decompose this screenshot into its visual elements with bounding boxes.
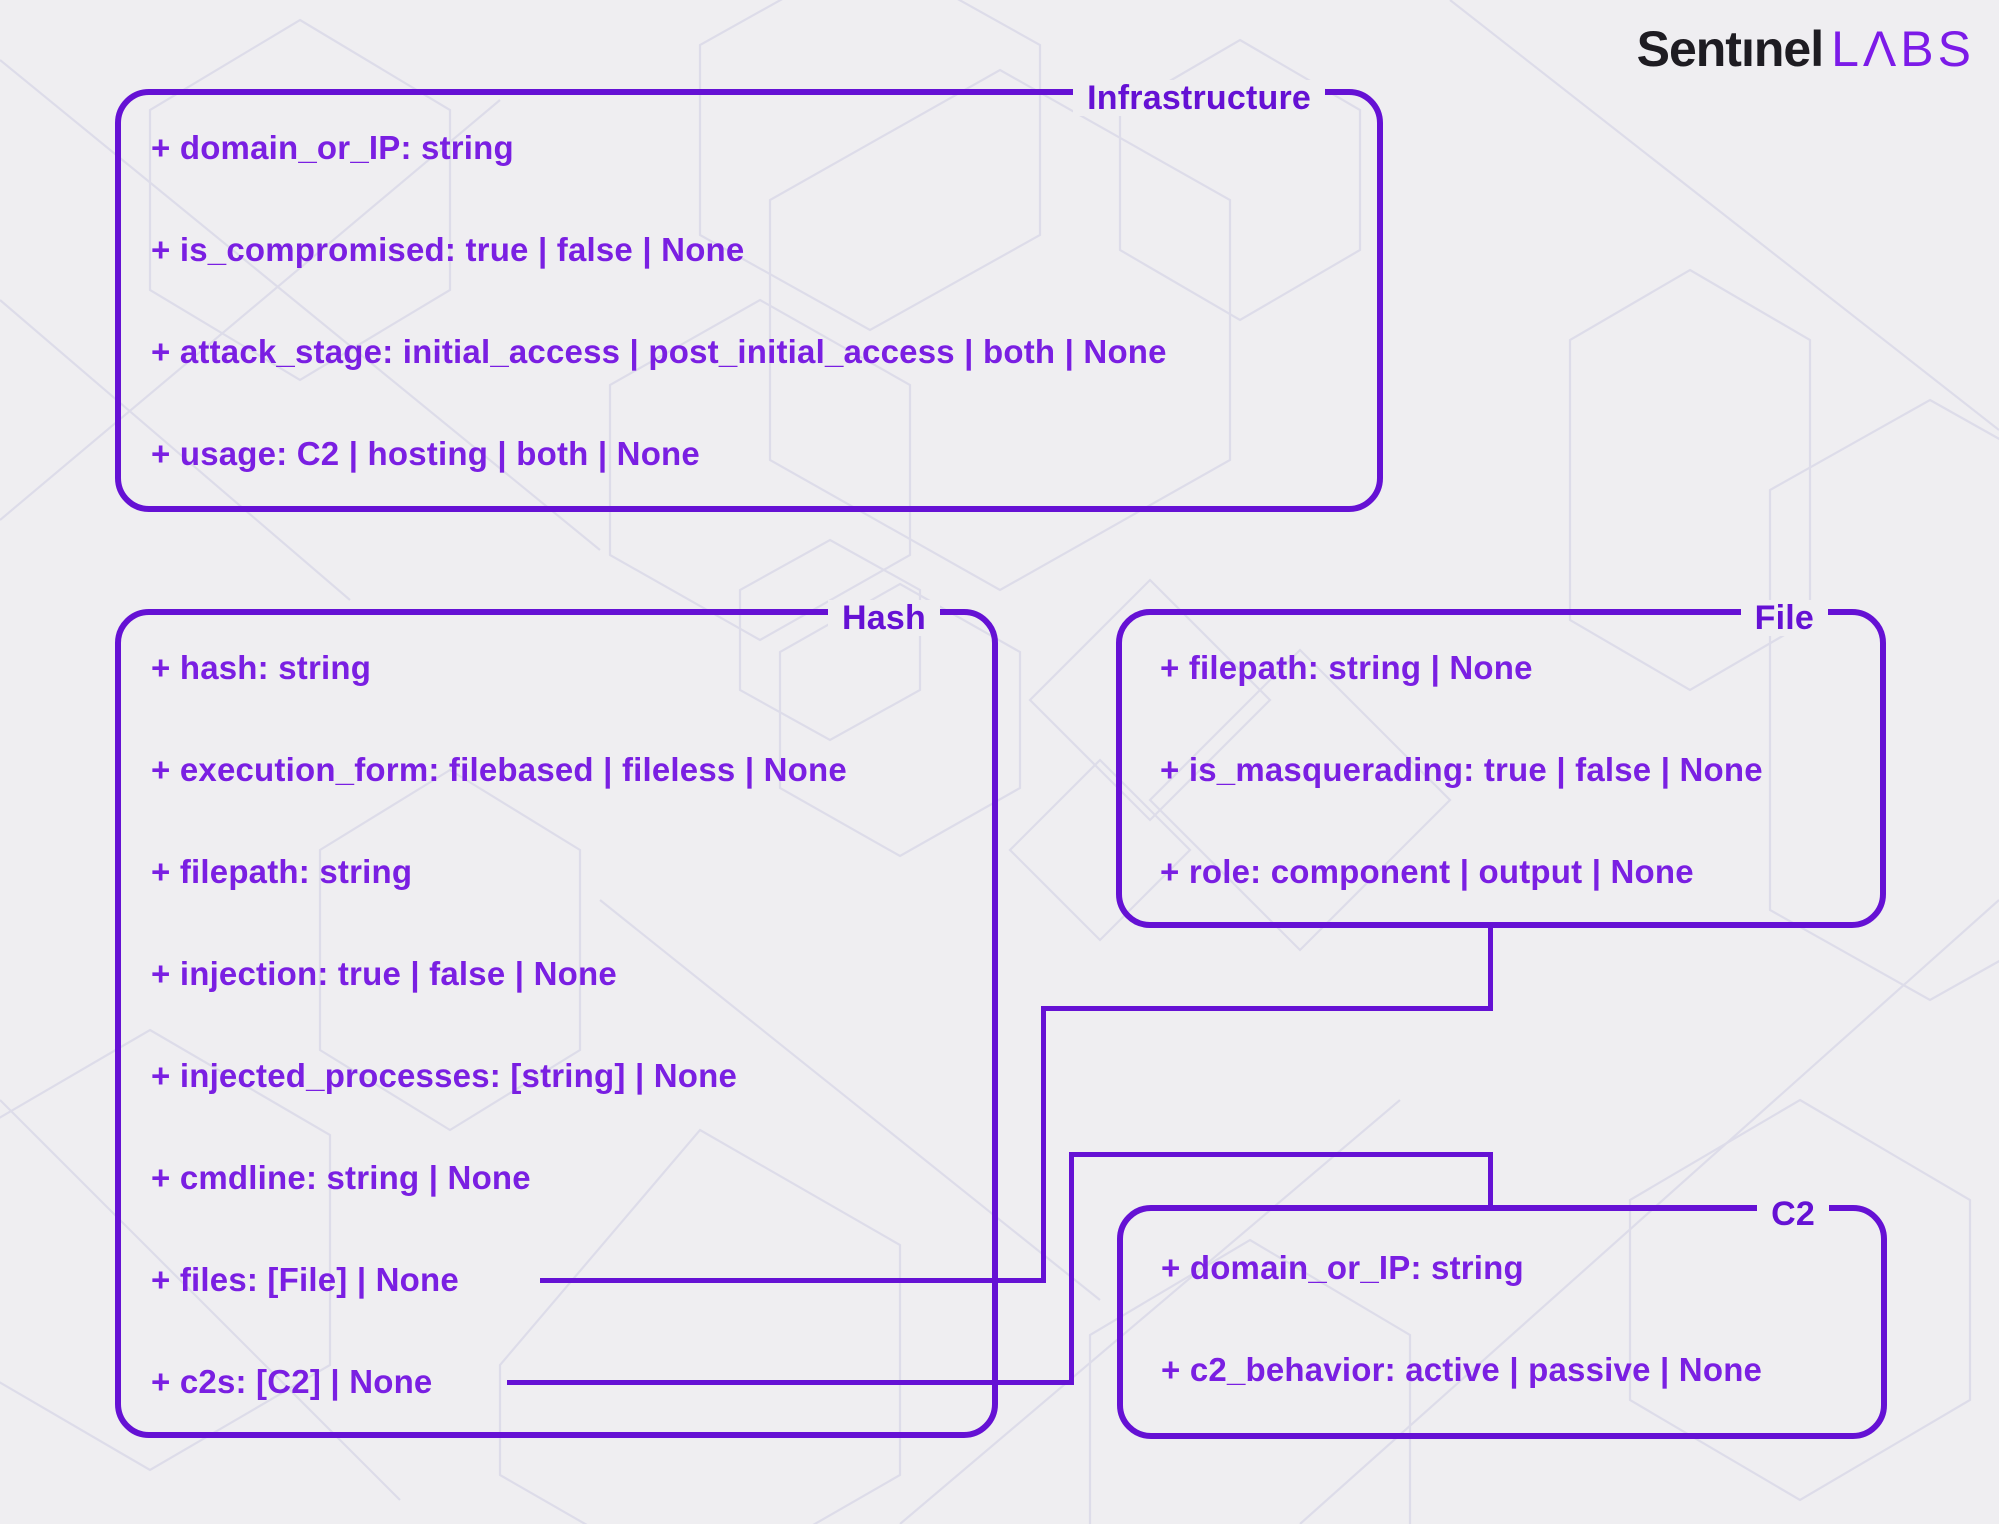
logo-suffix-text: LΛBS (1831, 21, 1975, 77)
class-title-c2: C2 (1757, 1196, 1829, 1232)
relation-hash-files-segment-3 (1041, 1006, 1493, 1011)
field-row: + files: [File] | None (151, 1261, 459, 1298)
relation-hash-files-segment-4 (1488, 925, 1493, 1011)
field-row: + c2s: [C2] | None (151, 1363, 433, 1400)
class-box-file: File + filepath: string | None+ is_masqu… (1116, 600, 1886, 928)
class-title-hash: Hash (828, 600, 940, 636)
field-row: + injected_processes: [string] | None (151, 1057, 738, 1094)
field-row: + is_compromised: true | false | None (151, 231, 745, 268)
field-row: + injection: true | false | None (151, 955, 617, 992)
relation-hash-c2s-segment-2 (1069, 1152, 1074, 1385)
field-row: + cmdline: string | None (151, 1159, 531, 1196)
relation-hash-files-segment-2 (1041, 1006, 1046, 1283)
field-row: + execution_form: filebased | fileless |… (151, 751, 847, 788)
relation-hash-c2s-segment-4 (1488, 1152, 1493, 1210)
field-row: + hash: string (151, 649, 372, 686)
class-title-infrastructure: Infrastructure (1073, 80, 1325, 116)
class-box-hash: Hash + hash: string + execution_form: fil… (115, 600, 998, 1438)
field-list-hash: + hash: string + execution_form: filebase… (121, 615, 992, 1433)
field-row: + filepath: string (151, 853, 413, 890)
field-row: + role: component | output | None (1160, 853, 1694, 890)
class-box-c2: C2 + domain_or_IP: string+ c2_behavior: … (1117, 1196, 1887, 1439)
field-row: + attack_stage: initial_access | post_in… (151, 333, 1167, 370)
field-list-infrastructure: + domain_or_IP: string+ is_compromised: … (121, 95, 1377, 505)
field-list-c2: + domain_or_IP: string+ c2_behavior: act… (1123, 1211, 1881, 1421)
field-list-file: + filepath: string | None+ is_masqueradi… (1122, 615, 1880, 923)
field-row: + is_masquerading: true | false | None (1160, 751, 1763, 788)
class-box-infrastructure: Infrastructure + domain_or_IP: string+ i… (115, 80, 1383, 512)
class-title-file: File (1740, 600, 1828, 636)
field-row: + usage: C2 | hosting | both | None (151, 435, 700, 472)
relation-hash-c2s-segment-3 (1069, 1152, 1493, 1157)
field-row: + c2_behavior: active | passive | None (1161, 1351, 1763, 1388)
logo-brand-text: Sentınel (1636, 21, 1824, 77)
